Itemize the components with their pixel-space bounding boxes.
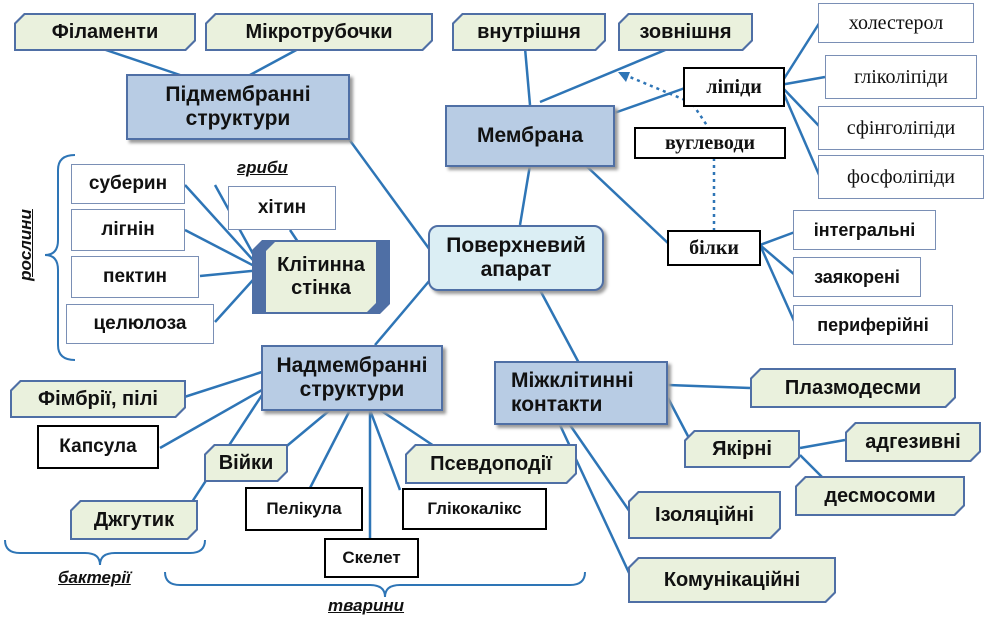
submembrane-box: Підмембранні структури: [126, 74, 350, 140]
pectin-box: пектин: [71, 256, 199, 298]
submembrane-label: Підмембранні структури: [165, 82, 311, 130]
outer-box: зовнішня: [618, 13, 753, 51]
chitin-box: хітин: [228, 186, 336, 230]
lipids-label: ліпіди: [706, 75, 762, 98]
phospholipids-label: фосфоліпіди: [847, 165, 955, 188]
skeleton-box: Скелет: [324, 538, 419, 578]
plants-label: рослини: [16, 209, 35, 281]
inner-box: внутрішня: [452, 13, 606, 51]
filaments-box: Філаменти: [14, 13, 196, 51]
plasmodesmata-box: Плазмодесми: [750, 368, 956, 408]
isolating-box: Ізоляційні: [628, 491, 781, 539]
glycocalyx-box: Глікокалікс: [402, 488, 547, 530]
communicating-label: Комунікаційні: [630, 559, 834, 601]
flagellum-label: Джгутик: [72, 502, 196, 538]
cholesterol-box: холестерол: [818, 3, 974, 43]
center-label: Поверхневий апарат: [446, 233, 586, 281]
villi-box: Війки: [204, 444, 288, 482]
skeleton-label: Скелет: [342, 548, 401, 568]
bacteria-label: бактерії: [58, 568, 131, 587]
capsule-label: Капсула: [59, 436, 137, 458]
suberin-box: суберин: [71, 164, 185, 204]
proteins-label: білки: [689, 236, 739, 259]
plasmodesmata-label: Плазмодесми: [752, 370, 954, 406]
intercellular-label: Міжклітинні контакти: [511, 368, 634, 416]
supramembrane-label: Надмембранні структури: [276, 353, 428, 401]
desmosomes-box: десмосоми: [795, 476, 965, 516]
glycolipids-box: гліколіпіди: [825, 55, 977, 99]
supramembrane-box: Надмембранні структури: [261, 345, 443, 411]
pseudopodia-label: Псевдоподії: [407, 446, 575, 482]
adhesive-label: адгезивні: [847, 424, 979, 460]
anchored-label: заякорені: [814, 266, 900, 287]
flagellum-box: Джгутик: [70, 500, 198, 540]
membrane-box: Мембрана: [445, 105, 615, 167]
integral-box: інтегральні: [793, 210, 936, 250]
cholesterol-label: холестерол: [848, 11, 944, 34]
peripheral-label: периферійні: [817, 314, 929, 335]
inner-label: внутрішня: [454, 15, 604, 49]
filaments-label: Філаменти: [16, 15, 194, 49]
cellulose-label: целюлоза: [93, 313, 187, 335]
chitin-label: хітин: [257, 197, 307, 219]
anchored-box: заякорені: [793, 257, 921, 297]
glycolipids-label: гліколіпіди: [854, 65, 948, 88]
outer-label: зовнішня: [620, 15, 751, 49]
animals-label: тварини: [328, 596, 405, 615]
pectin-label: пектин: [102, 266, 167, 288]
communicating-box: Комунікаційні: [628, 557, 836, 603]
fimbriae-label: Фімбрії, пілі: [12, 382, 184, 416]
carbohydrates-box: вуглеводи: [634, 127, 786, 159]
isolating-label: Ізоляційні: [630, 493, 779, 537]
microtubules-box: Мікротрубочки: [205, 13, 433, 51]
cell-wall-label: Клітинна стінка: [266, 242, 376, 312]
fimbriae-box: Фімбрії, пілі: [10, 380, 186, 418]
sphingolipids-label: сфінголіпіди: [846, 116, 956, 139]
lipids-box: ліпіди: [683, 67, 785, 107]
cell-wall-box: Клітинна стінка: [252, 240, 390, 314]
peripheral-box: периферійні: [793, 305, 953, 345]
capsule-box: Капсула: [37, 425, 159, 469]
phospholipids-box: фосфоліпіди: [818, 155, 984, 199]
desmosomes-label: десмосоми: [797, 478, 963, 514]
anchoring-label: Якірні: [686, 432, 798, 466]
microtubules-label: Мікротрубочки: [207, 15, 431, 49]
intercellular-box: Міжклітинні контакти: [494, 361, 668, 425]
glycocalyx-label: Глікокалікс: [427, 499, 522, 519]
sphingolipids-box: сфінголіпіди: [818, 106, 984, 150]
pellicle-box: Пелікула: [245, 487, 363, 531]
carbohydrates-label: вуглеводи: [664, 131, 755, 154]
villi-label: Війки: [206, 446, 286, 480]
integral-label: інтегральні: [813, 219, 916, 240]
pellicle-label: Пелікула: [266, 499, 342, 519]
membrane-label: Мембрана: [477, 123, 583, 147]
center-box: Поверхневий апарат: [428, 225, 604, 291]
suberin-label: суберин: [88, 173, 168, 195]
lignin-label: лігнін: [101, 219, 155, 241]
pseudopodia-box: Псевдоподії: [405, 444, 577, 484]
anchoring-box: Якірні: [684, 430, 800, 468]
proteins-box: білки: [667, 230, 761, 266]
cellulose-box: целюлоза: [66, 304, 214, 344]
fungi-label: гриби: [237, 158, 288, 177]
lignin-box: лігнін: [71, 209, 185, 251]
adhesive-box: адгезивні: [845, 422, 981, 462]
